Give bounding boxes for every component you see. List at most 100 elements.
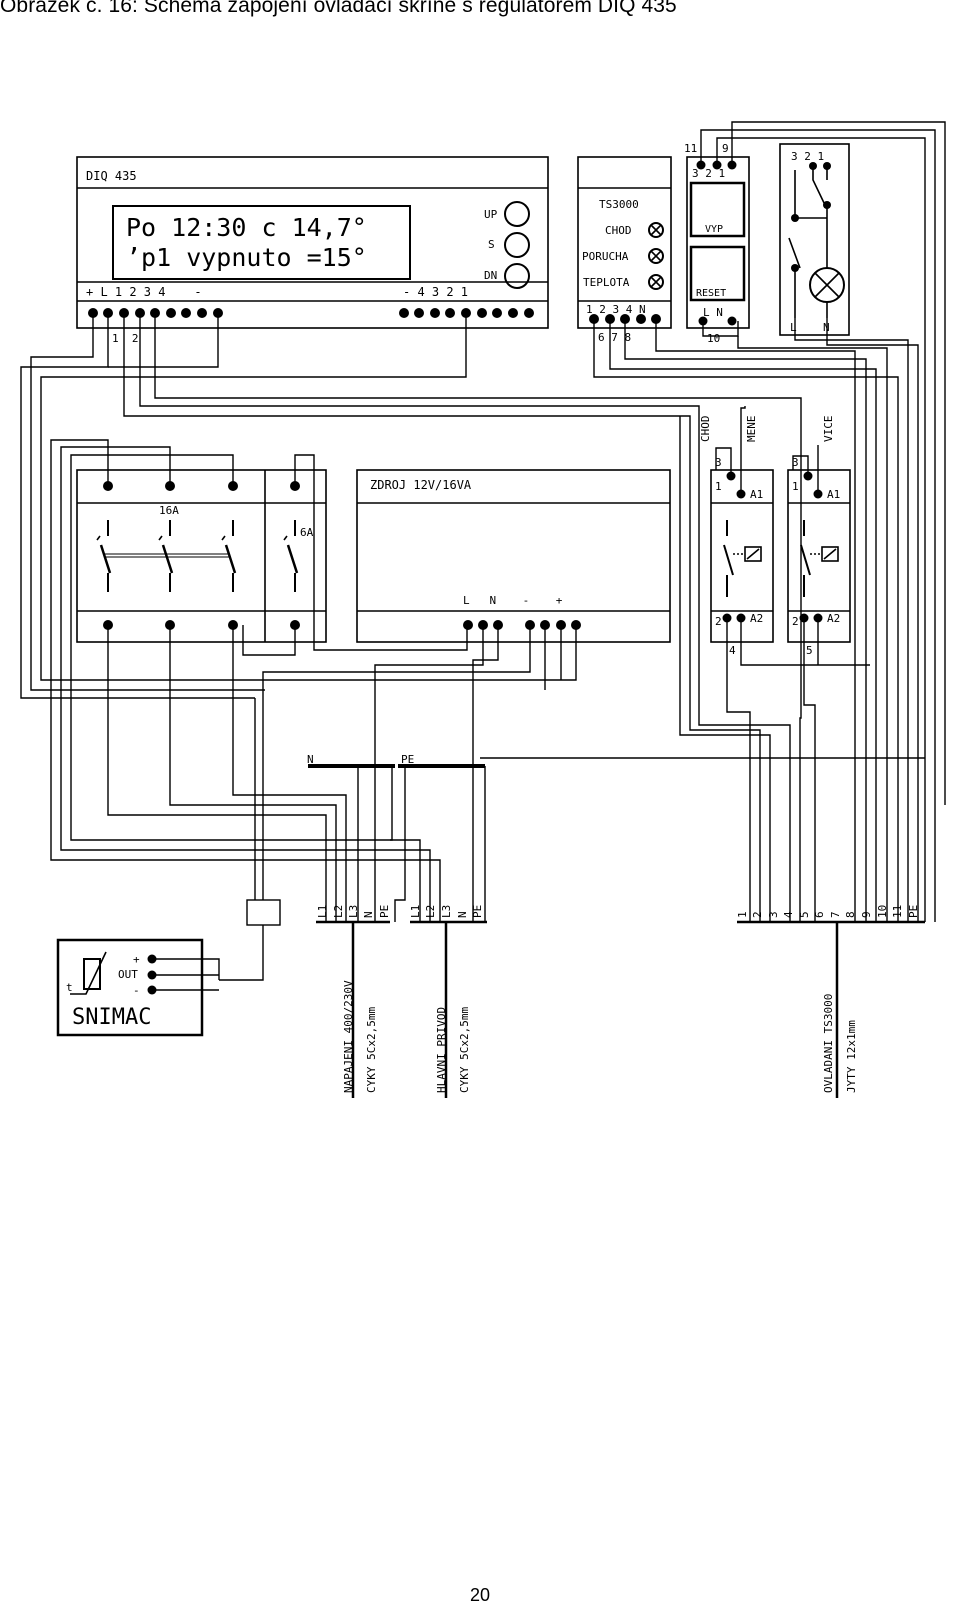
wire-label-mene: MENE	[745, 416, 758, 443]
wiring	[20, 121, 946, 991]
svg-text:OUT: OUT	[118, 968, 138, 981]
wire-label-vice: VICE	[822, 416, 835, 443]
diq-435-controller: DIQ 435 Po 12:30 c 14,7° ’p1 vypnuto =15…	[76, 156, 549, 345]
svg-text:PE: PE	[471, 905, 484, 918]
diq-up-label: UP	[484, 208, 498, 221]
switch-below-label: 10	[707, 332, 720, 345]
power-supply-12v: ZDROJ 12V/16VA L N - +	[356, 469, 671, 643]
switch-pin-labels: 3 2 1	[692, 167, 725, 180]
svg-text:1: 1	[792, 480, 799, 493]
cable1-line1: NAPAJENI 400/230V	[342, 980, 355, 1093]
figure-caption: Obrázek č. 16: Schéma zapojení ovládací …	[0, 0, 677, 17]
ts3000-chod-label: CHOD	[605, 224, 632, 237]
diq-right-terminal-labels: - 4 3 2 1	[403, 285, 468, 299]
ts3000-terminal-labels: 1 2 3 4 N	[586, 303, 646, 316]
reset-label: RESET	[696, 288, 726, 299]
svg-text:+: +	[133, 953, 140, 966]
ts3000-title: TS3000	[599, 198, 639, 211]
svg-text:A2: A2	[827, 612, 840, 625]
svg-text:L3: L3	[440, 905, 453, 918]
n-bar-label: N	[307, 753, 314, 766]
diq-dn-label: DN	[484, 269, 497, 282]
diq-title: DIQ 435	[86, 169, 137, 183]
ts3000-porucha-label: PORUCHA	[582, 250, 629, 263]
psu-terminal-labels: L N - +	[463, 594, 563, 607]
vyp-button[interactable]	[689, 181, 746, 238]
svg-text:PE: PE	[378, 905, 391, 918]
ts3000-chod-lamp-icon	[648, 222, 664, 238]
diq-display-line2: ’p1 vypnuto =15°	[126, 243, 367, 272]
psu-title: ZDROJ 12V/16VA	[370, 478, 472, 492]
diq-s-button[interactable]	[504, 232, 530, 258]
svg-text:10: 10	[876, 905, 889, 918]
svg-text:L2: L2	[332, 905, 345, 918]
svg-text:7: 7	[829, 911, 842, 918]
svg-text:6: 6	[813, 911, 826, 918]
svg-text:-: -	[133, 984, 140, 997]
svg-text:5: 5	[798, 911, 811, 918]
svg-text:4: 4	[729, 644, 736, 657]
cable3-line1: OVLADANI TS3000	[822, 994, 835, 1093]
lamp-switch-box: 3 2 1 L N	[779, 143, 850, 336]
circuit-breakers: 16A 6A	[76, 469, 327, 643]
svg-text:1: 1	[715, 480, 722, 493]
vyp-reset-switch-module: 11 9 3 2 1 VYP RESET L N 10	[684, 142, 750, 345]
svg-text:8: 8	[844, 911, 857, 918]
switch-top-right-label: 9	[722, 142, 729, 155]
lampbox-left-label: L	[790, 321, 797, 334]
diq-dn-button[interactable]	[504, 263, 530, 289]
svg-text:A1: A1	[827, 488, 840, 501]
svg-text:N: N	[456, 911, 469, 918]
svg-text:2: 2	[715, 615, 722, 628]
svg-text:A2: A2	[750, 612, 763, 625]
temperature-sensor: t + OUT - SNIMAC	[56, 938, 204, 1037]
switch-bottom-labels: L N	[703, 306, 723, 319]
cable2-line1: HLAVNI PRIVOD	[435, 1007, 448, 1093]
ts3000-teplota-label: TEPLOTA	[583, 276, 630, 289]
pe-bar-label: PE	[401, 753, 414, 766]
cable2-line2: CYKY 5Cx2,5mm	[458, 1007, 471, 1093]
svg-text:3: 3	[767, 911, 780, 918]
ts3000-teplota-lamp-icon	[648, 274, 664, 290]
cable1-line2: CYKY 5Cx2,5mm	[365, 1007, 378, 1093]
diq-up-button[interactable]	[504, 201, 530, 227]
sensor-label: SNIMAC	[72, 1005, 151, 1030]
reset-button[interactable]	[689, 245, 746, 302]
ts3000-below-labels: 6 7 8	[598, 331, 631, 344]
diq-below-labels: 1 2	[112, 332, 139, 345]
ts3000-porucha-lamp-icon	[648, 248, 664, 264]
wire-label-chod: CHOD	[699, 416, 712, 443]
svg-text:2: 2	[751, 911, 764, 918]
diq-s-label: S	[488, 238, 495, 251]
page-number: 20	[469, 1585, 491, 1605]
svg-text:2: 2	[792, 615, 799, 628]
svg-text:t: t	[66, 981, 73, 994]
diq-display-line1: Po 12:30 c 14,7°	[126, 213, 367, 242]
cable3-line2: JYTY 12x1mm	[845, 1020, 858, 1093]
svg-text:5: 5	[806, 644, 813, 657]
relay-2: 3 1 A1 2 A2 5	[787, 456, 851, 657]
lampbox-pin-labels: 3 2 1	[791, 150, 824, 163]
lamp-icon	[809, 267, 845, 303]
svg-text:4: 4	[782, 911, 795, 918]
svg-text:3: 3	[715, 456, 722, 469]
breaker-16a-label: 16A	[159, 504, 179, 517]
breaker-6a-label: 6A	[300, 526, 314, 539]
svg-text:L3: L3	[347, 905, 360, 918]
svg-text:L1: L1	[409, 905, 422, 918]
thermistor-icon	[83, 958, 101, 990]
relay-1: 3 1 A1 2 A2 4	[710, 456, 774, 657]
n-pe-bars: N PE	[307, 753, 485, 768]
vyp-label: VYP	[705, 224, 723, 235]
svg-text:11: 11	[891, 905, 904, 918]
svg-text:N: N	[362, 911, 375, 918]
switch-top-left-label: 11	[684, 142, 697, 155]
cables	[351, 922, 839, 1098]
svg-text:1: 1	[736, 911, 749, 918]
ts3000-module: TS3000 CHOD PORUCHA TEPLOTA 1 2 3 4 N 6 …	[577, 156, 672, 344]
svg-text:A1: A1	[750, 488, 763, 501]
svg-text:L1: L1	[316, 905, 329, 918]
svg-text:L2: L2	[424, 905, 437, 918]
svg-text:3: 3	[792, 456, 799, 469]
